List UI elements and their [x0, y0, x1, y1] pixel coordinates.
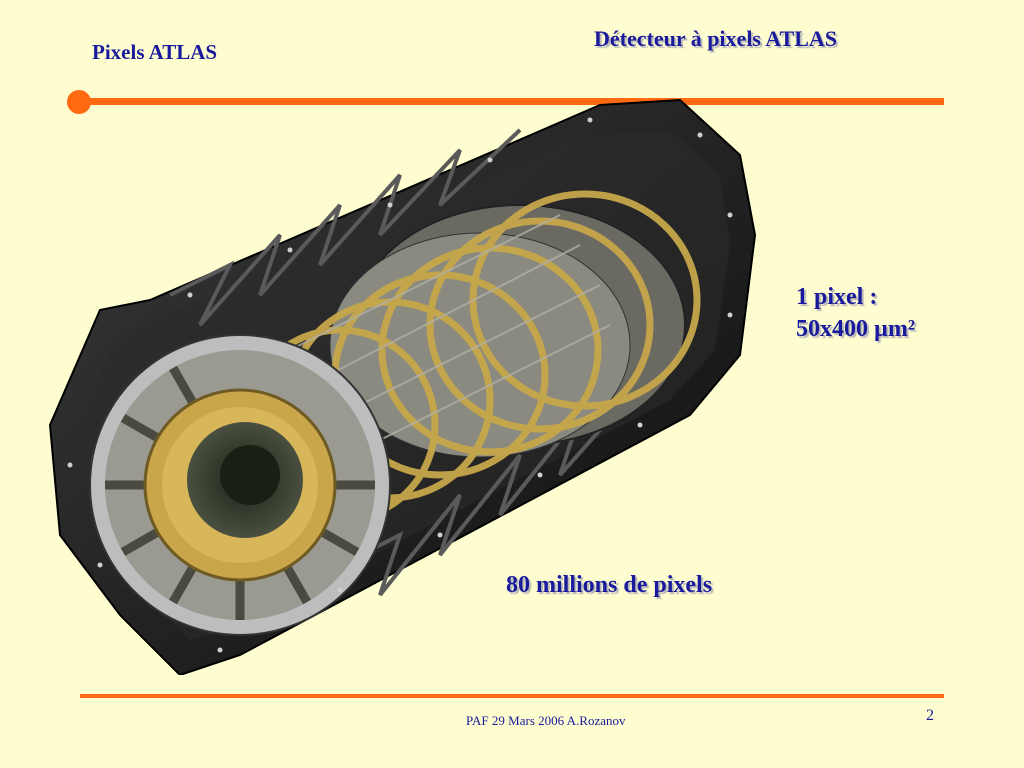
pixel-count-caption: 80 millions de pixels: [506, 572, 713, 598]
pixel-size-note: 1 pixel : 50x400 µm²: [796, 281, 915, 345]
footer-rule: [80, 694, 944, 698]
footer-text: PAF 29 Mars 2006 A.Rozanov: [466, 713, 626, 728]
page-number: 2: [926, 707, 934, 724]
corner-title: Pixels ATLAS: [92, 40, 218, 64]
pixel-size-line2: 50x400 µm²: [796, 316, 916, 342]
title-rule: [78, 98, 944, 105]
barrel-layers: [241, 190, 701, 524]
end-cap-disk: [89, 334, 391, 636]
frame-bolts: [67, 117, 733, 653]
pixel-size-line1: 1 pixel :: [796, 284, 878, 310]
atlas-pixel-detector-image: [48, 98, 757, 675]
slide-title: Détecteur à pixels ATLAS: [594, 26, 837, 51]
truss-members: [169, 128, 642, 597]
